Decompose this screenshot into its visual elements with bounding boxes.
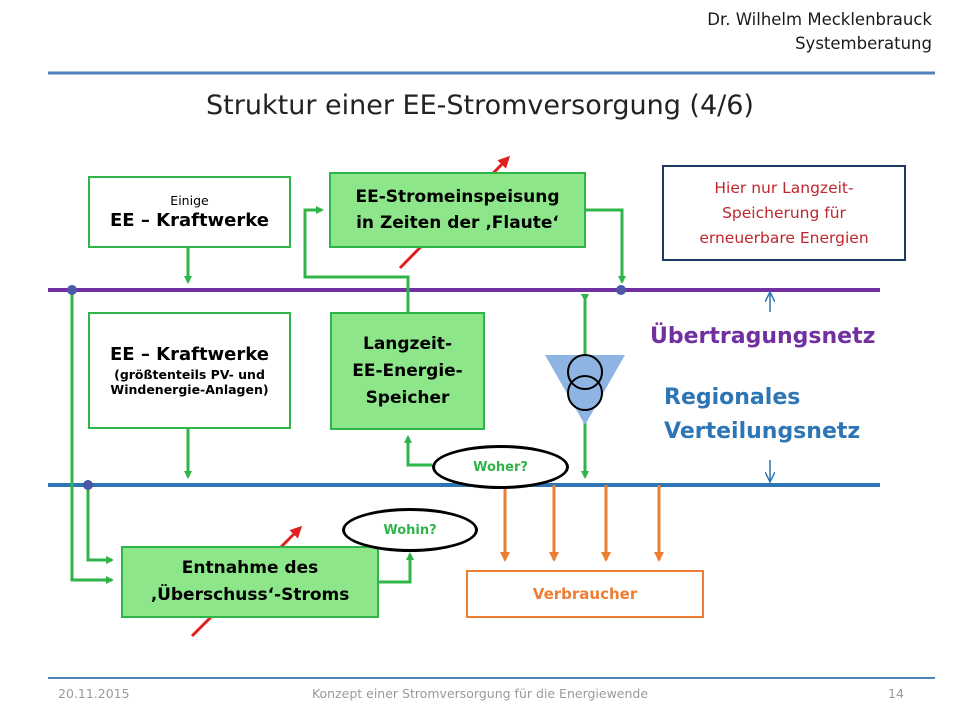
author-company: Systemberatung <box>795 34 932 53</box>
author-block: Dr. Wilhelm Mecklenbrauck Systemberatung <box>707 8 932 56</box>
junction-dot <box>67 285 77 295</box>
plants-sub1: (größtenteils PV- und <box>114 367 265 382</box>
connector-storage-feedin <box>303 206 410 312</box>
note-line1: Hier nur Langzeit- <box>714 178 854 197</box>
storage-line1: Langzeit- <box>362 333 452 354</box>
regional-label: Regionales Verteilungsnetz <box>664 381 860 449</box>
feed-in-line1: EE-Stromeinspeisung <box>355 187 560 207</box>
surplus-line2: ‚Überschuss‘-Stroms <box>150 585 350 605</box>
footer-title: Konzept einer Stromversorgung für die En… <box>311 686 649 701</box>
storage-line2: EE-Energie- <box>352 360 463 381</box>
surplus-box: Entnahme des ‚Überschuss‘-Stroms <box>121 546 379 618</box>
storage-box: Langzeit- EE-Energie- Speicher <box>330 312 485 430</box>
junction-dot <box>83 480 93 490</box>
some-plants-box: Einige EE – Kraftwerke <box>88 176 291 248</box>
footer-page-number: 14 <box>888 686 904 701</box>
some-plants-label: EE – Kraftwerke <box>110 210 269 231</box>
wohin-label: Wohin? <box>383 522 437 538</box>
connector-woher-storage <box>404 435 432 467</box>
storage-line3: Speicher <box>365 387 450 408</box>
feed-in-box: EE-Stromeinspeisung in Zeiten der ‚Flaut… <box>329 172 586 248</box>
transmission-label: Übertragungsnetz <box>650 324 876 349</box>
connector-regional-surplus <box>86 485 114 564</box>
transformer-icon <box>545 354 625 425</box>
consumer-box: Verbraucher <box>466 570 704 618</box>
note-box: Hier nur Langzeit- Speicherung für erneu… <box>662 165 906 261</box>
junction-dot <box>616 285 626 295</box>
connector-surplus-wohin <box>379 552 414 584</box>
some-plants-small: Einige <box>170 193 209 208</box>
page-title: Struktur einer EE-Stromversorgung (4/6) <box>206 90 754 121</box>
plants-label: EE – Kraftwerke <box>110 344 269 365</box>
wohin-oval: Wohin? <box>342 508 478 552</box>
author-name: Dr. Wilhelm Mecklenbrauck <box>707 10 932 29</box>
footer-date: 20.11.2015 <box>58 686 130 701</box>
regional-label-line2: Verteilungsnetz <box>664 419 861 444</box>
note-line2: Speicherung für <box>722 203 846 222</box>
note-line3: erneuerbare Energien <box>699 228 869 247</box>
woher-label: Woher? <box>473 459 528 475</box>
woher-oval: Woher? <box>432 445 569 489</box>
connector-transmission-surplus <box>70 290 114 584</box>
plants-box: EE – Kraftwerke (größtenteils PV- und Wi… <box>88 312 291 429</box>
consumer-label: Verbraucher <box>532 585 638 603</box>
feed-in-line2: in Zeiten der ‚Flaute‘ <box>356 213 559 233</box>
connector-feedin-grid <box>586 208 626 284</box>
regional-label-line1: Regionales <box>664 385 801 410</box>
surplus-line1: Entnahme des <box>181 558 319 578</box>
plants-sub2: Windenergie-Anlagen) <box>110 382 269 397</box>
